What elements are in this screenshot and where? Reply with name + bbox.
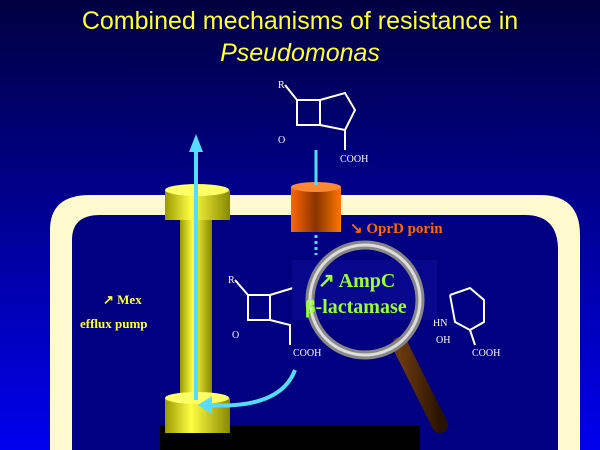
hydrolysed-molecule-right bbox=[449, 286, 485, 346]
slide-title: Combined mechanisms of resistance in bbox=[81, 7, 519, 35]
chem-oh: OH bbox=[436, 335, 450, 346]
chem-cooh: COOH bbox=[340, 154, 368, 165]
slide-title-organism: Pseudomonas bbox=[220, 39, 380, 67]
porin-label: ↘ OprD porin bbox=[350, 221, 443, 237]
chem-r: R bbox=[228, 275, 235, 286]
chem-cooh: COOH bbox=[293, 348, 321, 359]
oprd-porin bbox=[291, 182, 341, 232]
magnifying-glass-icon bbox=[305, 240, 448, 433]
cytoplasm bbox=[72, 215, 558, 450]
efflux-label-2: efflux pump bbox=[80, 316, 148, 331]
chem-hn: HN bbox=[433, 318, 447, 329]
beta-lactam-molecule-left bbox=[234, 279, 294, 345]
efflux-label-1: ↗ Mex bbox=[103, 292, 142, 307]
chem-r: R bbox=[278, 80, 285, 91]
ampc-label: ↗ AmpC bbox=[318, 270, 395, 292]
beta-lactamase-label: β-lactamase bbox=[305, 296, 407, 318]
beta-lactam-molecule-top bbox=[284, 84, 357, 150]
efflux-arrow bbox=[189, 134, 297, 414]
chem-o: O bbox=[278, 135, 285, 146]
chem-o: O bbox=[232, 330, 239, 341]
chem-cooh: COOH bbox=[472, 348, 500, 359]
